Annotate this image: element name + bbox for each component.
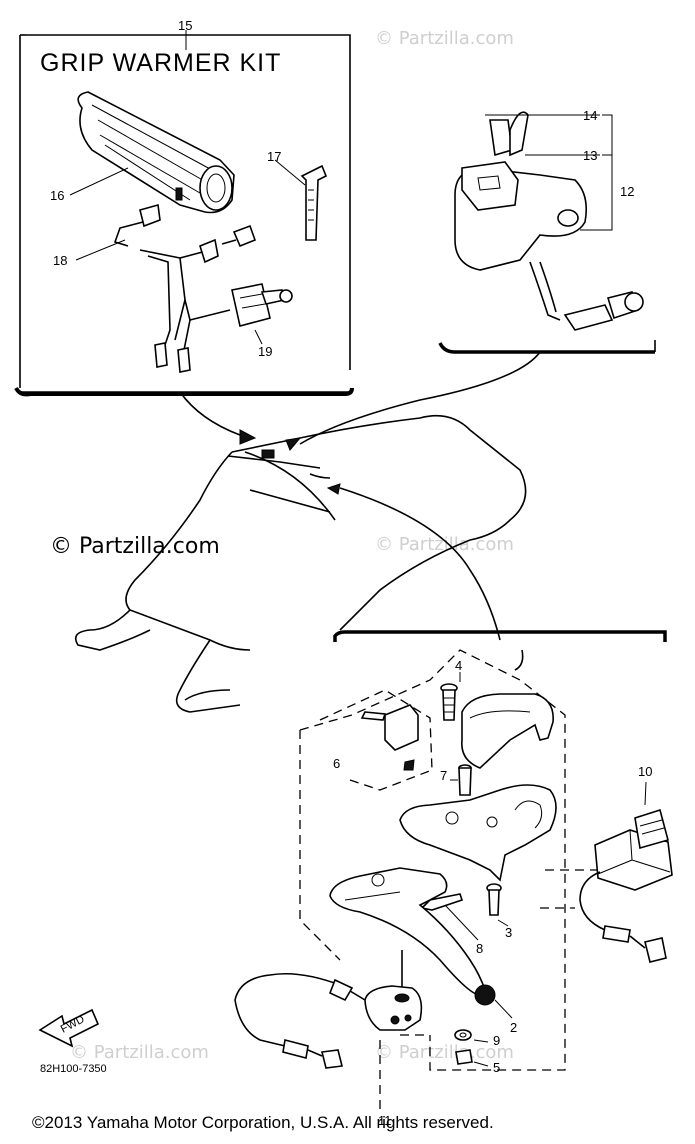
lever-cover: [461, 693, 554, 769]
switch-assembly-panel: 14 13 12: [438, 108, 656, 354]
connection-leaders: [179, 351, 541, 641]
label-19: 19: [258, 344, 272, 359]
watermark-main: © Partzilla.com: [50, 534, 220, 559]
label-18: 18: [53, 253, 67, 268]
kit-title: GRIP WARMER KIT: [40, 49, 281, 77]
brake-lever-2: [329, 867, 496, 1006]
drawing-code: 82H100-7350: [40, 1063, 107, 1075]
label-17: 17: [267, 149, 281, 164]
screw-3: [486, 883, 502, 916]
grip-heater-16: [77, 91, 235, 214]
label-8: 8: [476, 941, 483, 956]
watermark-mid-right: © Partzilla.com: [375, 534, 514, 555]
label-3: 3: [505, 925, 512, 940]
toggle-switch-19: [189, 283, 293, 327]
washer-9: [454, 1029, 472, 1041]
label-12: 12: [620, 184, 634, 199]
label-6: 6: [333, 756, 340, 771]
clamp-6: [360, 704, 419, 771]
label-11: 11: [378, 1113, 392, 1128]
cable-tie-17: [300, 164, 328, 241]
label-10: 10: [638, 764, 652, 779]
label-15: 15: [178, 18, 192, 33]
handlebar-switch-12: [454, 111, 644, 331]
label-14: 14: [583, 108, 597, 123]
label-13: 13: [583, 148, 597, 163]
label-5: 5: [493, 1060, 500, 1075]
brake-switch-11: [234, 950, 423, 1069]
relay-unit-10: [579, 808, 673, 963]
label-9: 9: [493, 1033, 500, 1048]
watermark-top-right: © Partzilla.com: [375, 28, 514, 49]
watermark-bottom-right: © Partzilla.com: [375, 1042, 514, 1063]
copyright-footer: ©2013 Yamaha Motor Corporation, U.S.A. A…: [32, 1113, 494, 1132]
label-16: 16: [50, 188, 64, 203]
snowmobile-outline: [74, 414, 527, 713]
nut-5: [455, 1049, 473, 1065]
lever-assembly-panel: 4 6 7 3: [234, 630, 673, 1128]
label-4: 4: [455, 658, 462, 673]
label-2: 2: [510, 1020, 517, 1035]
watermark-bottom-left: © Partzilla.com: [70, 1042, 209, 1063]
wiring-harness-18: [113, 203, 257, 373]
bolt-4: [440, 683, 458, 721]
fwd-arrow-icon: FWD: [38, 1008, 100, 1048]
lever-bracket: [399, 784, 557, 882]
grip-warmer-kit-panel: GRIP WARMER KIT: [14, 18, 354, 397]
label-7: 7: [440, 768, 447, 783]
pin-7: [458, 764, 472, 796]
